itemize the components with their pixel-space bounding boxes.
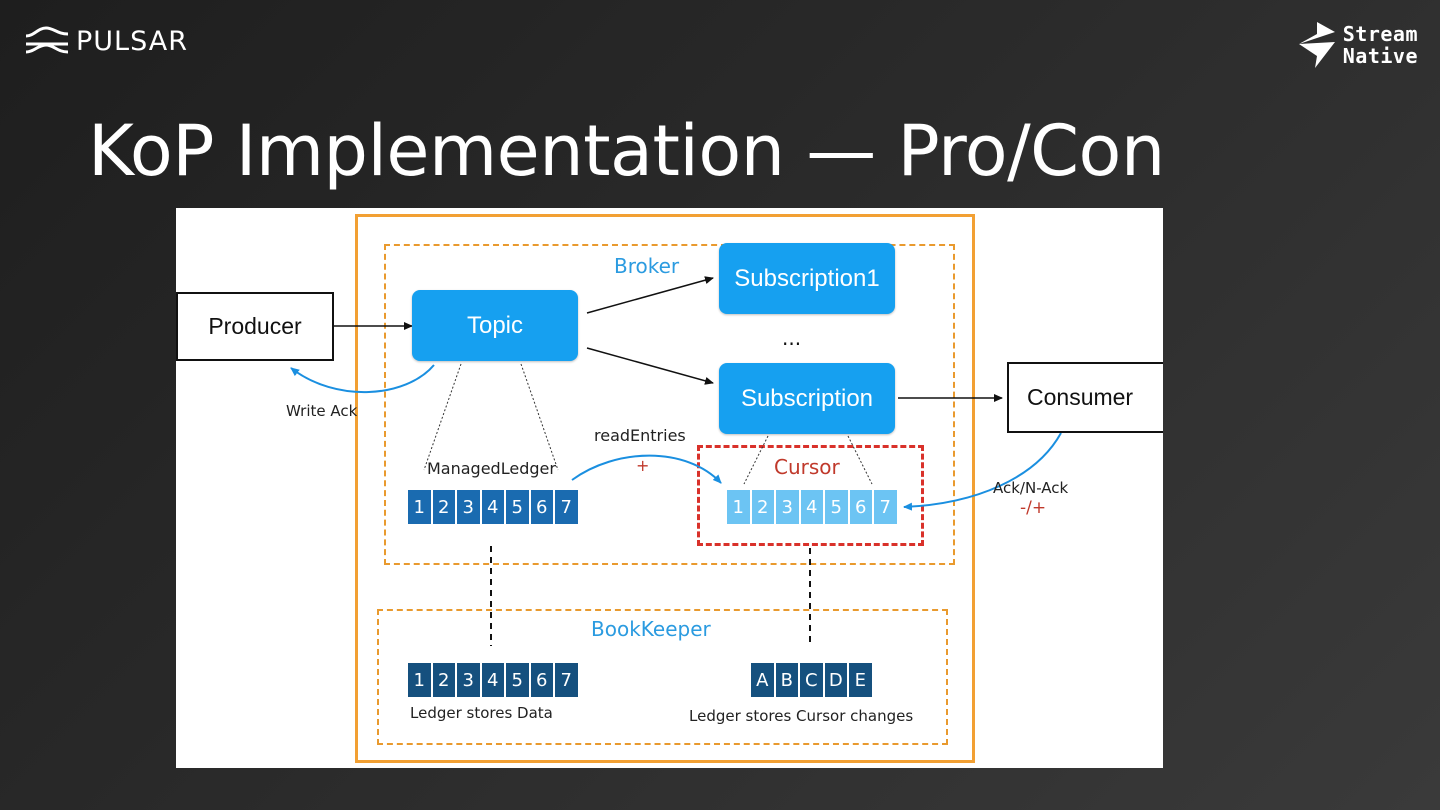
streamnative-line1: Stream — [1342, 22, 1418, 46]
streamnative-line2: Native — [1342, 44, 1418, 68]
pulsar-logo-text: PULSAR — [76, 25, 188, 57]
broker-label: Broker — [614, 254, 680, 278]
subscription-node: Subscription — [719, 363, 895, 434]
read-entries-sign: + — [636, 456, 650, 475]
cursor-entry: 2 — [751, 490, 774, 524]
pulsar-logo: PULSAR — [24, 24, 188, 58]
producer-node: Producer — [176, 292, 334, 361]
slide-title: KoP Implementation — Pro/Con — [88, 110, 1165, 192]
managed-ledger-label: ManagedLedger — [427, 459, 556, 478]
bookkeeper-data-entry: 7 — [555, 663, 578, 697]
ledger-entry: 3 — [457, 490, 480, 524]
bookkeeper-cursor-entry: B — [775, 663, 798, 697]
bookkeeper-cursor-entries: A B C D E — [751, 663, 872, 697]
cursor-entry: 6 — [849, 490, 872, 524]
bookkeeper-data-entry: 1 — [408, 663, 431, 697]
bookkeeper-label: BookKeeper — [591, 617, 711, 641]
ledger-entry: 1 — [408, 490, 431, 524]
bookkeeper-data-entries: 1 2 3 4 5 6 7 — [408, 663, 578, 697]
cursor-entries: 1 2 3 4 5 6 7 — [727, 490, 897, 524]
kop-architecture-diagram: Producer Topic Subscription1 ... Subscri… — [176, 208, 1163, 768]
ledger-stores-cursor-label: Ledger stores Cursor changes — [689, 707, 914, 725]
bookkeeper-region — [377, 609, 948, 745]
ledger-stores-data-label: Ledger stores Data — [410, 704, 553, 722]
cursor-entry: 7 — [874, 490, 897, 524]
diagram-connectors — [290, 276, 1062, 646]
ledger-entry: 4 — [481, 490, 504, 524]
cursor-region — [697, 445, 924, 546]
bookkeeper-data-entry: 6 — [530, 663, 553, 697]
ledger-entry: 2 — [432, 490, 455, 524]
bookkeeper-cursor-entry: C — [800, 663, 823, 697]
cursor-entry: 5 — [825, 490, 848, 524]
bookkeeper-data-entry: 4 — [481, 663, 504, 697]
subscription1-node: Subscription1 — [719, 243, 895, 314]
bookkeeper-data-entry: 2 — [432, 663, 455, 697]
streamnative-chevron-icon — [1298, 22, 1335, 68]
ack-nack-sign: -/+ — [1020, 498, 1047, 518]
read-entries-label: readEntries — [594, 426, 686, 445]
bookkeeper-cursor-entry: A — [751, 663, 774, 697]
bookkeeper-cursor-entry: D — [824, 663, 847, 697]
ledger-entry: 7 — [555, 490, 578, 524]
ledger-entry: 5 — [506, 490, 529, 524]
write-ack-label: Write Ack — [286, 402, 358, 420]
bookkeeper-data-entry: 5 — [506, 663, 529, 697]
cursor-entry: 3 — [776, 490, 799, 524]
ledger-entry: 6 — [530, 490, 553, 524]
streamnative-logo: Stream Native — [1295, 20, 1418, 70]
topic-node: Topic — [412, 290, 578, 361]
subscriptions-ellipsis: ... — [782, 326, 802, 350]
cursor-entry: 4 — [800, 490, 823, 524]
consumer-node: Consumer — [1007, 362, 1163, 433]
bookkeeper-data-entry: 3 — [457, 663, 480, 697]
managed-ledger-entries: 1 2 3 4 5 6 7 — [408, 490, 578, 524]
bookkeeper-cursor-entry: E — [849, 663, 872, 697]
broker-region — [384, 244, 955, 565]
cursor-label: Cursor — [774, 455, 840, 479]
outer-container-border — [355, 214, 975, 763]
ack-nack-label: Ack/N-Ack — [993, 479, 1069, 497]
cursor-entry: 1 — [727, 490, 750, 524]
pulsar-wave-icon — [25, 26, 69, 54]
